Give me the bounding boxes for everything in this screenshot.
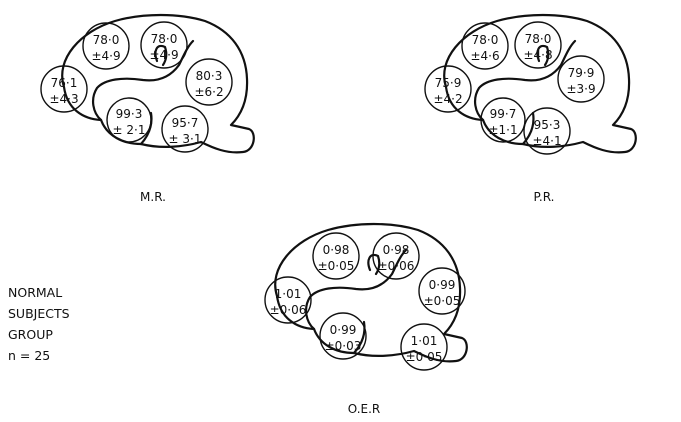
region-sd: ± 2·1 bbox=[113, 123, 146, 137]
region-sd: ±4·9 bbox=[149, 48, 178, 62]
region-sd: ±3·9 bbox=[566, 82, 595, 96]
region-center: 99·7 ±1·1 bbox=[480, 97, 526, 143]
panel-caption: P.R. bbox=[534, 190, 555, 204]
region-sd: ±0·06 bbox=[378, 259, 415, 273]
region-circle bbox=[106, 97, 152, 143]
region-right: 79·9 ±3·9 bbox=[557, 55, 605, 103]
region-left: 76·1 ±4·3 bbox=[40, 65, 88, 113]
region-circle bbox=[264, 276, 312, 324]
region-center: 0·99 ±0·03 bbox=[319, 312, 367, 360]
region-mean: 99·7 bbox=[490, 107, 517, 121]
panel-mr: 78·0 ±4·9 78·0 ±4·9 76·1 ±4·3 80·3 ±6·2 … bbox=[40, 13, 255, 154]
region-sd: ±0·05 bbox=[424, 294, 461, 308]
region-circle bbox=[523, 107, 571, 155]
region-circle bbox=[319, 312, 367, 360]
region-mean: 80·3 bbox=[196, 69, 223, 83]
region-upper-left: 78·0 ±4·6 bbox=[461, 22, 509, 70]
region-circle bbox=[514, 21, 562, 69]
region-mean: 78·0 bbox=[93, 33, 120, 47]
region-lower-right: 1·01 ±0·05 bbox=[400, 323, 448, 371]
region-mean: 1·01 bbox=[275, 287, 302, 301]
brain-outline bbox=[274, 222, 468, 363]
region-mean: 0·99 bbox=[429, 278, 456, 292]
region-sd: ±4·2 bbox=[433, 92, 462, 106]
region-circle bbox=[185, 58, 233, 106]
region-upper-left: 78·0 ±4·9 bbox=[82, 22, 130, 70]
region-mean: 78·0 bbox=[525, 32, 552, 46]
group-label-line: NORMAL bbox=[8, 285, 62, 300]
region-left: 1·01 ±0·06 bbox=[264, 276, 312, 324]
region-lower-right: 95·3 ±4·1 bbox=[523, 107, 571, 155]
region-mean: 1·01 bbox=[411, 334, 438, 348]
region-mean: 78·0 bbox=[472, 33, 499, 47]
panel-oer: 0·98 ±0·05 0·98 ±0·06 1·01 ±0·06 0·99 ±0… bbox=[264, 222, 468, 371]
region-circle bbox=[424, 65, 472, 113]
region-sd: ±4·8 bbox=[523, 48, 552, 62]
region-upper-right: 0·98 ±0·06 bbox=[372, 232, 420, 280]
region-mean: 0·98 bbox=[383, 243, 410, 257]
region-mean: 99·3 bbox=[116, 107, 143, 121]
region-mean: 75·9 bbox=[435, 76, 462, 90]
region-sd: ±1·1 bbox=[488, 123, 517, 137]
region-circle bbox=[161, 105, 209, 153]
group-label: NORMAL SUBJECTS GROUP n = 25 bbox=[8, 285, 70, 363]
region-circle bbox=[82, 22, 130, 70]
panel-caption: O.E.R bbox=[348, 402, 381, 416]
region-sd: ±4·3 bbox=[49, 92, 78, 106]
region-sd: ±0·06 bbox=[270, 303, 307, 317]
region-circle bbox=[461, 22, 509, 70]
region-circle bbox=[400, 323, 448, 371]
region-upper-right: 78·0 ±4·8 bbox=[514, 21, 562, 69]
region-mean: 76·1 bbox=[51, 76, 78, 90]
region-mean: 79·9 bbox=[568, 66, 595, 80]
group-label-line: SUBJECTS bbox=[8, 306, 70, 321]
region-mean: 95·7 bbox=[172, 116, 199, 130]
region-sd: ± 3·1 bbox=[169, 132, 202, 146]
region-upper-right: 78·0 ±4·9 bbox=[140, 21, 188, 69]
region-right: 0·99 ±0·05 bbox=[418, 267, 466, 315]
region-sd: ±0·05 bbox=[406, 350, 443, 364]
region-mean: 0·98 bbox=[323, 243, 350, 257]
region-circle bbox=[480, 97, 526, 143]
region-circle bbox=[557, 55, 605, 103]
region-circle bbox=[140, 21, 188, 69]
region-center: 99·3 ± 2·1 bbox=[106, 97, 152, 143]
region-upper-left: 0·98 ±0·05 bbox=[312, 232, 360, 280]
region-sd: ±6·2 bbox=[194, 85, 223, 99]
region-sd: ±0·05 bbox=[318, 259, 355, 273]
region-circle bbox=[372, 232, 420, 280]
region-sd: ±0·03 bbox=[325, 339, 362, 353]
region-circle bbox=[40, 65, 88, 113]
panel-caption: M.R. bbox=[140, 190, 166, 204]
region-circle bbox=[312, 232, 360, 280]
region-lower-right: 95·7 ± 3·1 bbox=[161, 105, 209, 153]
region-sd: ±4·1 bbox=[532, 134, 561, 148]
region-sd: ±4·9 bbox=[91, 49, 120, 63]
region-circle bbox=[418, 267, 466, 315]
region-sd: ±4·6 bbox=[470, 49, 499, 63]
region-left: 75·9 ±4·2 bbox=[424, 65, 472, 113]
group-label-line: n = 25 bbox=[8, 348, 50, 363]
panel-pr: 78·0 ±4·6 78·0 ±4·8 75·9 ±4·2 79·9 ±3·9 … bbox=[424, 13, 637, 155]
region-right: 80·3 ±6·2 bbox=[185, 58, 233, 106]
group-label-line: GROUP bbox=[8, 327, 53, 342]
region-mean: 95·3 bbox=[534, 118, 561, 132]
region-mean: 0·99 bbox=[330, 323, 357, 337]
region-mean: 78·0 bbox=[151, 32, 178, 46]
